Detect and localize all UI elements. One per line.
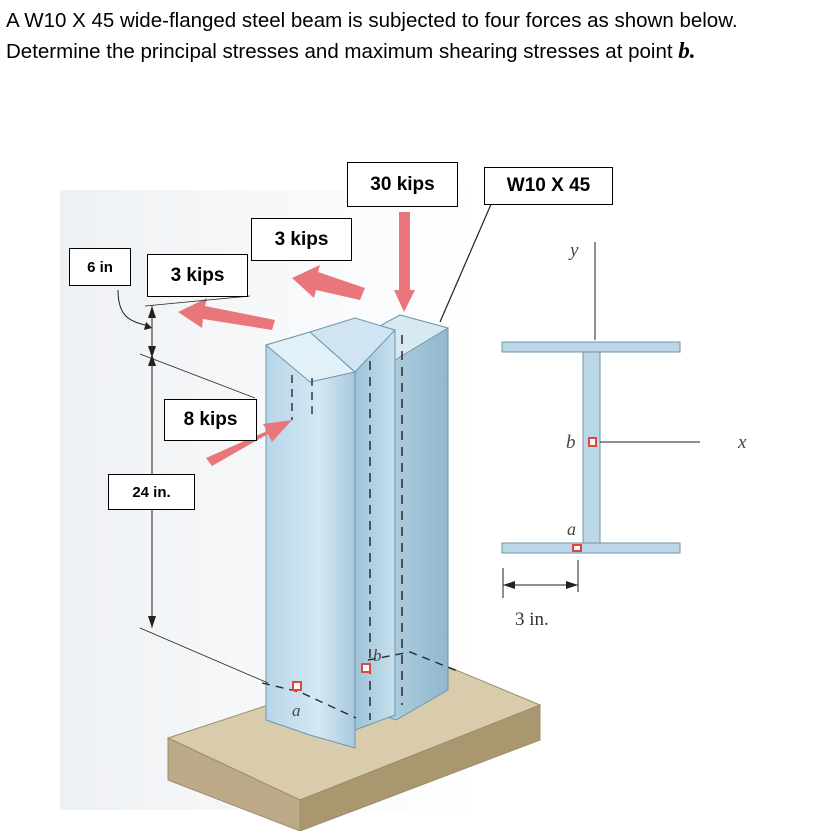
arrow-8-kips — [206, 420, 292, 466]
label-3-kips-upper: 3 kips — [251, 218, 352, 261]
y-axis-label: y — [568, 240, 579, 261]
section-line-b — [367, 651, 461, 673]
problem-point-label: b. — [678, 38, 696, 63]
x-axis-label: x — [737, 432, 747, 453]
label-w10x45: W10 X 45 — [484, 167, 613, 205]
beam-point-b-label: b — [373, 646, 382, 665]
front-flange — [264, 317, 396, 749]
label-30-kips: 30 kips — [347, 162, 458, 207]
section-web — [582, 351, 601, 544]
arrow-30-kips — [394, 212, 415, 312]
problem-statement: A W10 X 45 wide-flanged steel beam is su… — [6, 6, 816, 67]
label-8-kips: 8 kips — [164, 399, 257, 441]
section-top-flange — [501, 341, 681, 353]
label-6-in: 6 in — [69, 248, 131, 286]
label-24-in: 24 in. — [108, 474, 195, 510]
arrow-3-kips-upper — [292, 265, 365, 300]
dimension-lines — [117, 289, 269, 684]
beam-point-a-marker — [292, 681, 302, 691]
beam-point-b-marker — [361, 663, 371, 673]
arrow-3-kips-left — [178, 298, 275, 330]
section-bottom-flange — [501, 542, 681, 554]
section-leader-line — [439, 201, 493, 323]
problem-text: A W10 X 45 wide-flanged steel beam is su… — [6, 9, 738, 63]
section-point-a-label: a — [567, 519, 576, 539]
section-point-b-label: b — [566, 432, 576, 453]
section-point-b-marker — [588, 437, 597, 447]
label-3-kips-left: 3 kips — [147, 254, 248, 297]
beam-point-a-label: a — [292, 701, 301, 720]
section-point-a-marker — [572, 544, 582, 552]
dim-3-in: 3 in. — [515, 609, 549, 630]
cross-section: y x b a 3 in. — [501, 240, 747, 630]
force-arrows — [178, 212, 415, 466]
